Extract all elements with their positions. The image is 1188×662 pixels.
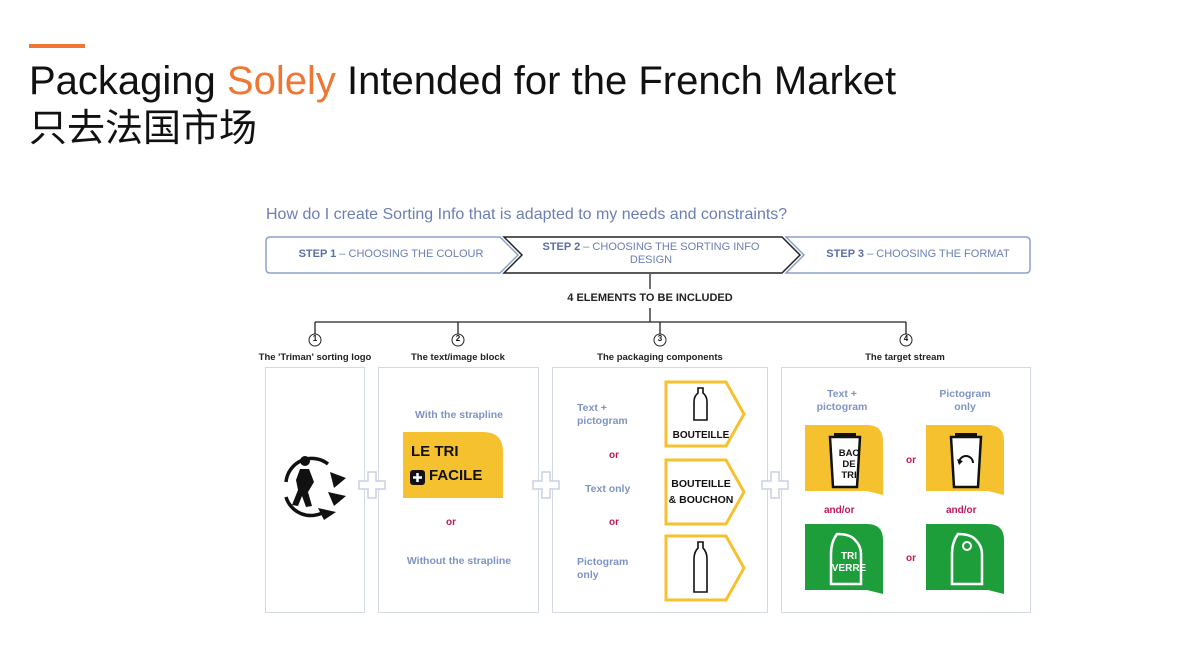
step3-shape: [784, 236, 1031, 274]
element-title-1: The 'Triman' sorting logo: [258, 352, 372, 363]
element-title-3: The packaging components: [597, 352, 723, 363]
title-part1: Packaging: [29, 59, 227, 103]
element-number-1: 1: [312, 334, 318, 343]
step2-text: – CHOOSING THE SORTING INFO DESIGN: [580, 241, 760, 266]
step3-strong: STEP 3: [826, 248, 865, 260]
glass-container-icon: [829, 532, 863, 586]
bin-pictogram-tag: [926, 425, 1004, 495]
verre-line2: VERRE: [831, 563, 867, 574]
step3-text: – CHOOSING THE FORMAT: [864, 248, 1010, 260]
plus-icon: [532, 471, 560, 499]
andor-label: and/or: [824, 505, 855, 516]
bottle-icon: [693, 541, 708, 593]
step1-label: STEP 1 – CHOOSING THE COLOUR: [280, 248, 502, 261]
title-highlight: Solely: [226, 59, 336, 103]
bouteille-bouchon-tag: [664, 458, 746, 526]
step1-shape: [265, 236, 520, 274]
or-label: or: [609, 450, 619, 461]
bac-line2: DE: [842, 459, 856, 470]
text-pictogram-label: Text + pictogram: [577, 402, 628, 427]
or-label: or: [446, 517, 456, 528]
step1-strong: STEP 1: [298, 248, 337, 260]
bouteille-bouchon-line2: & BOUCHON: [668, 494, 734, 506]
panel-triman: [265, 367, 365, 613]
le-tri-facile-logo: [403, 432, 503, 498]
logo-line-2: FACILE: [429, 467, 483, 484]
or-label: or: [906, 553, 916, 564]
bouteille-bouchon-line1: BOUTEILLE: [671, 478, 731, 490]
glass-pictogram-tag: [926, 524, 1004, 594]
bac-line1: BAC: [838, 448, 860, 459]
step3-label: STEP 3 – CHOOSING THE FORMAT: [809, 248, 1027, 261]
element-title-4: The target stream: [865, 352, 945, 363]
element-number-3: 3: [657, 334, 663, 343]
andor-label: and/or: [946, 505, 977, 516]
element-number-2: 2: [455, 334, 461, 343]
bac-de-tri-tag: [805, 425, 883, 495]
text-only-label: Text only: [585, 483, 631, 495]
with-strapline-label: With the strapline: [415, 409, 503, 421]
bouteille-tag-label: BOUTEILLE: [672, 430, 730, 441]
bin-icon: [949, 435, 983, 489]
pictogram-only-tag: [664, 534, 746, 602]
verre-line1: TRI: [840, 551, 858, 562]
logo-line-1: LE TRI: [411, 443, 459, 460]
step2-shape: [502, 236, 802, 274]
tri-verre-tag: [805, 524, 883, 594]
step1-text: – CHOOSING THE COLOUR: [336, 248, 484, 260]
step2-label: STEP 2 – CHOOSING THE SORTING INFO DESIG…: [526, 241, 776, 267]
plus-icon: [761, 471, 789, 499]
target-pictogram-only-label: Pictogram only: [939, 388, 991, 413]
triman-logo-icon: [284, 456, 346, 520]
bin-icon: [828, 435, 862, 489]
diagram-question: How do I create Sorting Info that is ada…: [266, 206, 788, 223]
page-title: Packaging Solely Intended for the French…: [29, 58, 896, 104]
elements-label: 4 ELEMENTS TO BE INCLUDED: [567, 292, 733, 304]
target-text-pictogram-label: Text + pictogram: [816, 388, 868, 413]
element-title-2: The text/image block: [411, 352, 505, 363]
accent-bar: [29, 44, 85, 48]
or-label: or: [906, 455, 916, 466]
or-label: or: [609, 517, 619, 528]
plus-icon: [358, 471, 386, 499]
glass-container-icon: [950, 532, 984, 586]
without-strapline-label: Without the strapline: [406, 555, 512, 567]
element-number-4: 4: [903, 334, 909, 343]
steps-bar: STEP 1 – CHOOSING THE COLOUR STEP 2 – CH…: [264, 236, 1034, 274]
title-part2: Intended for the French Market: [335, 59, 897, 103]
bac-line3: TRI: [841, 470, 857, 481]
page-subtitle: 只去法国市场: [29, 108, 258, 150]
step2-strong: STEP 2: [542, 241, 581, 253]
steps-chevrons: [265, 236, 1031, 274]
bottle-icon: [693, 387, 708, 421]
pictogram-only-label: Pictogram only: [577, 556, 629, 581]
bouteille-tag: [664, 380, 746, 448]
